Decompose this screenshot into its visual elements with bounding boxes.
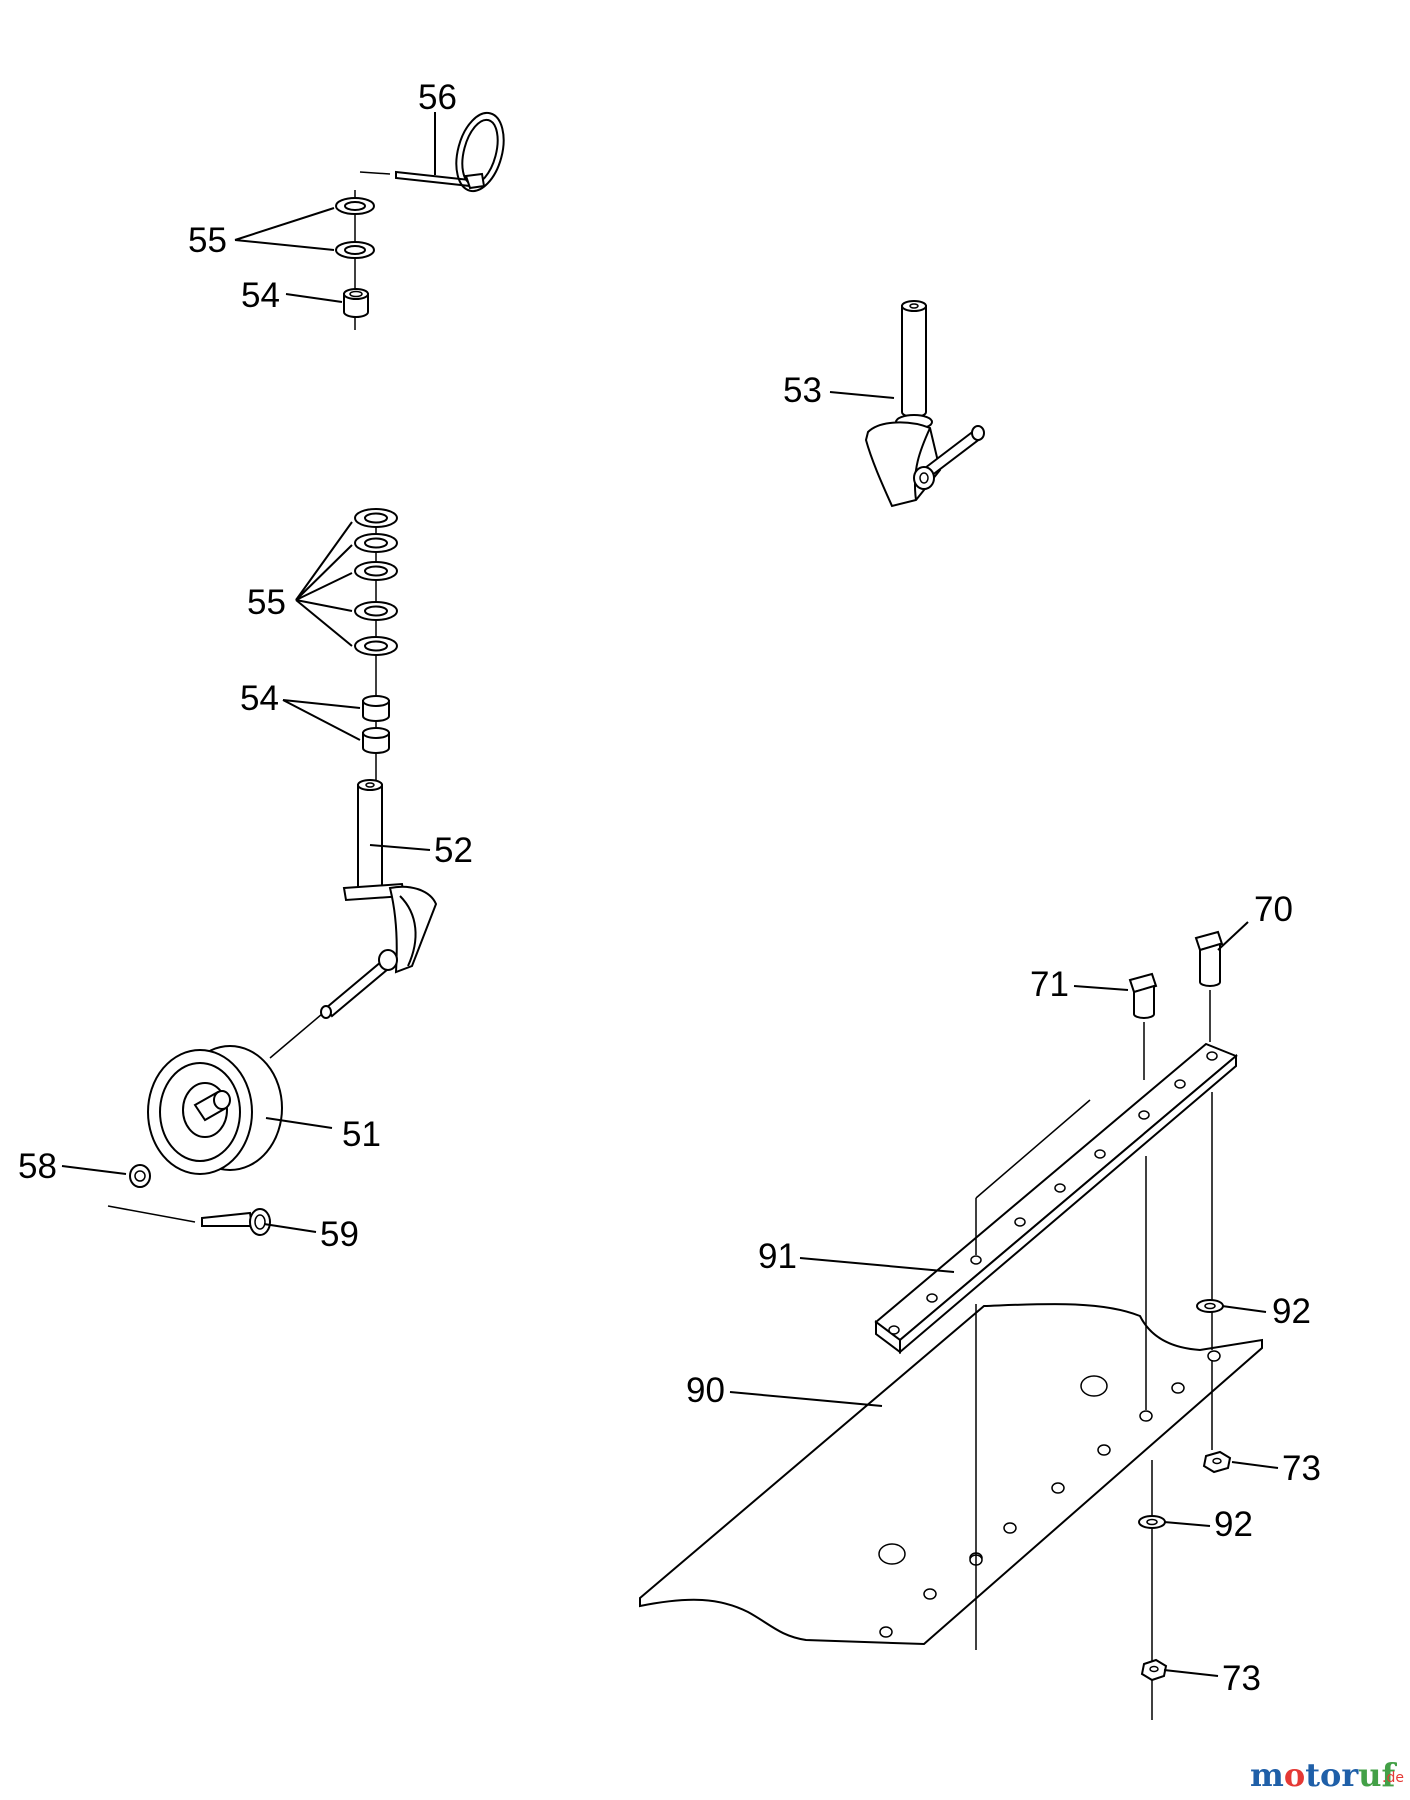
part-52-caster-spindle bbox=[269, 779, 438, 1059]
logo-m: m bbox=[1250, 1756, 1284, 1794]
part-70-bolt bbox=[1194, 930, 1224, 1042]
logo-o: o bbox=[1284, 1756, 1305, 1794]
callout-51: 51 bbox=[342, 1115, 381, 1154]
watermark-logo: motoruf .de bbox=[1250, 1756, 1404, 1794]
part-53-caster-arm bbox=[864, 300, 985, 508]
callout-91: 91 bbox=[758, 1237, 797, 1276]
part-91-bar bbox=[874, 1042, 1238, 1355]
callout-54-upper: 54 bbox=[241, 276, 280, 315]
callout-55-lower: 55 bbox=[247, 583, 286, 622]
callout-70: 70 bbox=[1254, 890, 1293, 929]
callout-54-lower: 54 bbox=[240, 679, 279, 718]
part-73-nuts bbox=[1140, 1450, 1232, 1682]
part-59-cotter-pin bbox=[107, 1205, 271, 1236]
callout-53: 53 bbox=[783, 371, 822, 410]
callout-56: 56 bbox=[418, 78, 457, 117]
part-54-bushing-upper bbox=[343, 288, 369, 318]
callout-71: 71 bbox=[1030, 965, 1069, 1004]
part-71-bolt bbox=[1128, 972, 1158, 1080]
part-56-ring-pin bbox=[359, 111, 505, 193]
part-90-blade bbox=[639, 1092, 1263, 1720]
part-55-washers-lower bbox=[354, 508, 398, 790]
callout-73-upper: 73 bbox=[1282, 1449, 1321, 1488]
callout-52: 52 bbox=[434, 831, 473, 870]
logo-uf: uf bbox=[1358, 1756, 1397, 1794]
logo-suffix: .de bbox=[1382, 1770, 1404, 1786]
callout-92-lower: 92 bbox=[1214, 1505, 1253, 1544]
logo-tor: tor bbox=[1305, 1756, 1359, 1794]
part-58-washer bbox=[129, 1164, 151, 1188]
part-54-bushings-lower bbox=[362, 695, 390, 754]
callout-55-upper: 55 bbox=[188, 221, 227, 260]
callout-90: 90 bbox=[686, 1371, 725, 1410]
callout-92-upper: 92 bbox=[1272, 1292, 1311, 1331]
callout-59: 59 bbox=[320, 1215, 359, 1254]
part-55-washers-upper bbox=[335, 190, 375, 330]
callout-58: 58 bbox=[18, 1147, 57, 1186]
part-51-wheel bbox=[147, 1045, 283, 1175]
leader-lines bbox=[61, 112, 1279, 1677]
part-92-washers bbox=[1138, 1299, 1224, 1529]
svg-text:motoruf: motoruf bbox=[1250, 1756, 1397, 1794]
callout-73-lower: 73 bbox=[1222, 1659, 1261, 1698]
